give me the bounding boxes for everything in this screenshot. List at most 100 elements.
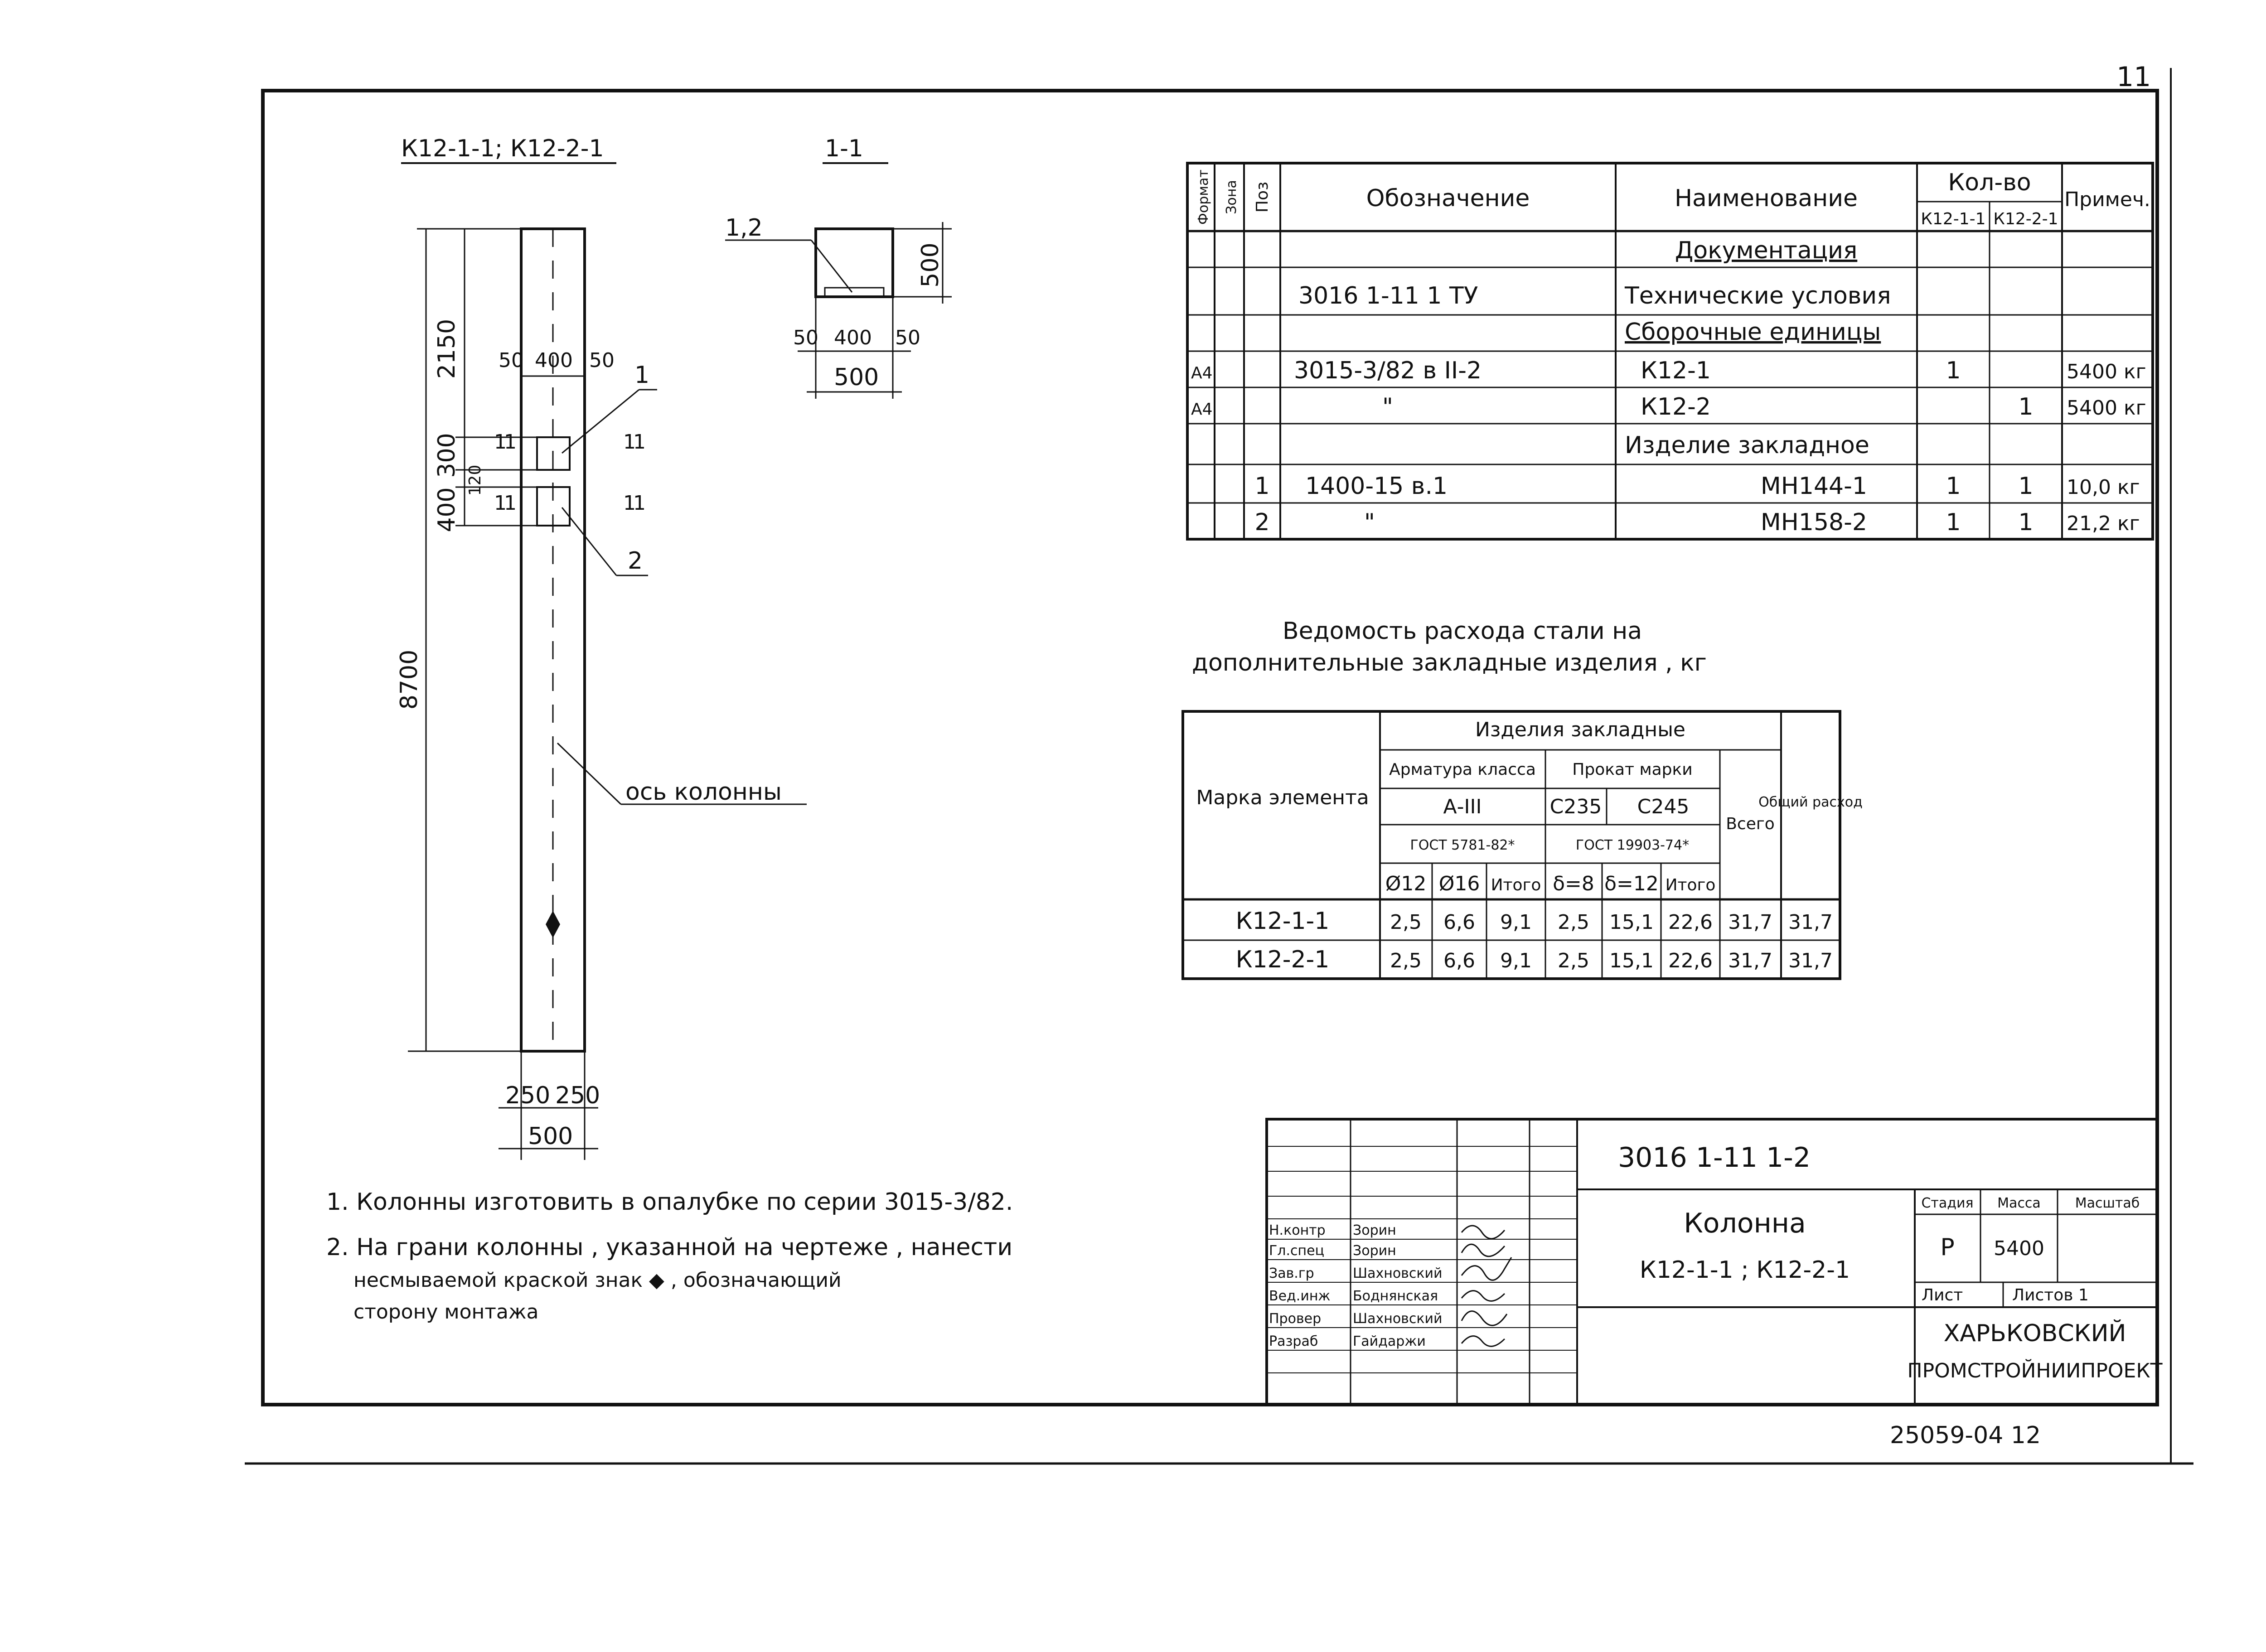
role-label: Разраб — [1269, 1333, 1318, 1349]
cell: 31,7 — [1728, 949, 1772, 972]
role-label: Зав.гр — [1269, 1266, 1314, 1281]
note-2b: несмываемой краской знак ◆ , обозначающи… — [353, 1269, 842, 1292]
cell: 31,7 — [1788, 949, 1833, 972]
dim-bottom-250-right: 250 — [555, 1082, 600, 1109]
dim-bottom-250-left: 250 — [505, 1082, 550, 1109]
cell: 9,1 — [1500, 949, 1532, 972]
table-row-note: 5400 кг — [2067, 360, 2146, 383]
notes: 1. Колонны изготовить в опалубке по сери… — [326, 1188, 1013, 1324]
role-label: Н.контр — [1269, 1222, 1326, 1238]
document-code: 3016 1-11 1-2 — [1618, 1142, 1811, 1174]
sheet-frame: 11 — [245, 61, 2193, 1465]
corner-mark: 11 — [2116, 61, 2151, 93]
table-row-note: 5400 кг — [2067, 396, 2146, 420]
role-label: Вед.инж — [1269, 1288, 1330, 1304]
row-mark: К12-1-1 — [1236, 908, 1330, 935]
cell: 31,7 — [1728, 911, 1772, 934]
cell: 2,5 — [1390, 949, 1422, 972]
list-item: Провер Шахновский — [1269, 1311, 1442, 1327]
steel-header-total: Всего — [1726, 815, 1775, 833]
table-row-qty1: 1 — [1946, 473, 1961, 500]
person-name: Зорин — [1353, 1222, 1396, 1238]
person-name: Шахновский — [1353, 1311, 1442, 1327]
document-name-1: Колонна — [1684, 1208, 1806, 1239]
signature-marks — [1461, 1225, 1512, 1347]
header-zone: Зона — [1224, 180, 1240, 214]
header-name: Наименование — [1675, 185, 1858, 212]
table-row-designation: 3015-3/82 в II-2 — [1294, 357, 1482, 384]
organization-line1: ХАРЬКОВСКИЙ — [1944, 1319, 2126, 1347]
steel-col-t12: δ=12 — [1604, 872, 1659, 895]
person-name: Боднянская — [1353, 1288, 1438, 1304]
list-item: Гл.спец Зорин — [1269, 1243, 1396, 1259]
table-row-note: 21,2 кг — [2067, 512, 2140, 535]
table-row-designation: 3016 1-11 1 ТУ — [1298, 282, 1478, 309]
mass-value: 5400 — [1994, 1237, 2044, 1260]
section-mark: 1 — [633, 492, 646, 515]
steel-header-items: Изделия закладные — [1475, 718, 1685, 741]
table-row-qty1: 1 — [1946, 357, 1961, 384]
steel-header-mark: Марка элемента — [1196, 786, 1369, 809]
header-pos: Поз — [1253, 182, 1272, 213]
header-qty-k12-1-1: К12-1-1 — [1921, 210, 1985, 228]
list-item: Зав.гр Шахновский — [1269, 1266, 1442, 1281]
dim-120: 120 — [466, 465, 484, 496]
cell: 2,5 — [1558, 911, 1589, 934]
table-row-format: А4 — [1191, 364, 1213, 382]
steel-col-subtotal: Итого — [1666, 876, 1716, 894]
steel-header-a3: А-III — [1443, 795, 1482, 818]
table-row-qty2: 1 — [2018, 473, 2033, 500]
cell: 2,5 — [1558, 949, 1589, 972]
note-2c: сторону монтажа — [353, 1300, 538, 1324]
sheet-label: Лист — [1922, 1286, 1963, 1304]
note-2a: 2. На грани колонны , указанной на черте… — [326, 1234, 1012, 1261]
section-outline — [814, 227, 894, 298]
table-row-qty1: 1 — [1946, 509, 1961, 536]
steel-header-gost1: ГОСТ 5781-82* — [1410, 837, 1515, 853]
table-row-designation: 1400-15 в.1 — [1305, 473, 1448, 500]
steel-header-rolled: Прокат марки — [1572, 760, 1692, 779]
cell: 22,6 — [1668, 911, 1713, 934]
cell: 15,1 — [1609, 949, 1654, 972]
steel-col-d16: Ø16 — [1439, 872, 1480, 895]
document-number: 25059-04 12 — [1890, 1422, 2041, 1449]
section-mark: 1 — [504, 430, 517, 454]
dim-top-50-right: 50 — [589, 349, 615, 372]
list-item: Разраб Гайдаржи — [1269, 1333, 1426, 1349]
section-dim-500-width: 500 — [834, 364, 879, 391]
section-mark: 1 — [633, 430, 646, 454]
sheets-label: Листов 1 — [2012, 1286, 2089, 1304]
cell: 9,1 — [1500, 911, 1532, 934]
row-mark: К12-2-1 — [1236, 946, 1330, 973]
table-row-name: К12-1 — [1641, 357, 1711, 384]
steel-header-overall: Общий расход — [1758, 794, 1863, 810]
callout-item-1: 1 — [634, 362, 649, 389]
callout-item-2: 2 — [628, 547, 643, 575]
dim-top-50-left: 50 — [499, 349, 524, 372]
column-elevation: К12-1-1; К12-2-1 2150 300 120 400 8700 5… — [396, 135, 807, 1160]
steel-header-rebar: Арматура класса — [1389, 760, 1536, 779]
organization-line2: ПРОМСТРОЙНИИПРОЕКТ — [1908, 1358, 2163, 1382]
table-row-pos: 2 — [1254, 509, 1269, 536]
steel-col-d12: Ø12 — [1385, 872, 1427, 895]
dim-8700: 8700 — [396, 650, 423, 710]
cell: 22,6 — [1668, 949, 1713, 972]
person-name: Зорин — [1353, 1243, 1396, 1259]
dim-2150: 2150 — [433, 319, 460, 379]
section-dim-400: 400 — [834, 326, 872, 349]
table-row-name: Сборочные единицы — [1625, 319, 1881, 346]
embedded-plate-2 — [536, 486, 571, 527]
table-row-format: А4 — [1191, 400, 1213, 419]
embedded-plate-1 — [536, 436, 571, 471]
table-row-pos: 1 — [1254, 473, 1269, 500]
mass-label: Масса — [1997, 1195, 2041, 1211]
role-label: Гл.спец — [1269, 1243, 1324, 1259]
table-row-name: МН144-1 — [1761, 473, 1867, 500]
table-row: К12-2-1 2,5 6,6 9,1 2,5 15,1 22,6 31,7 3… — [1236, 946, 1833, 973]
section-callout: 1,2 — [725, 214, 763, 242]
steel-col-t8: δ=8 — [1553, 872, 1594, 895]
section-mark: 1 — [623, 430, 636, 454]
cell: 15,1 — [1609, 911, 1654, 934]
section-mark: 1 — [494, 492, 507, 515]
